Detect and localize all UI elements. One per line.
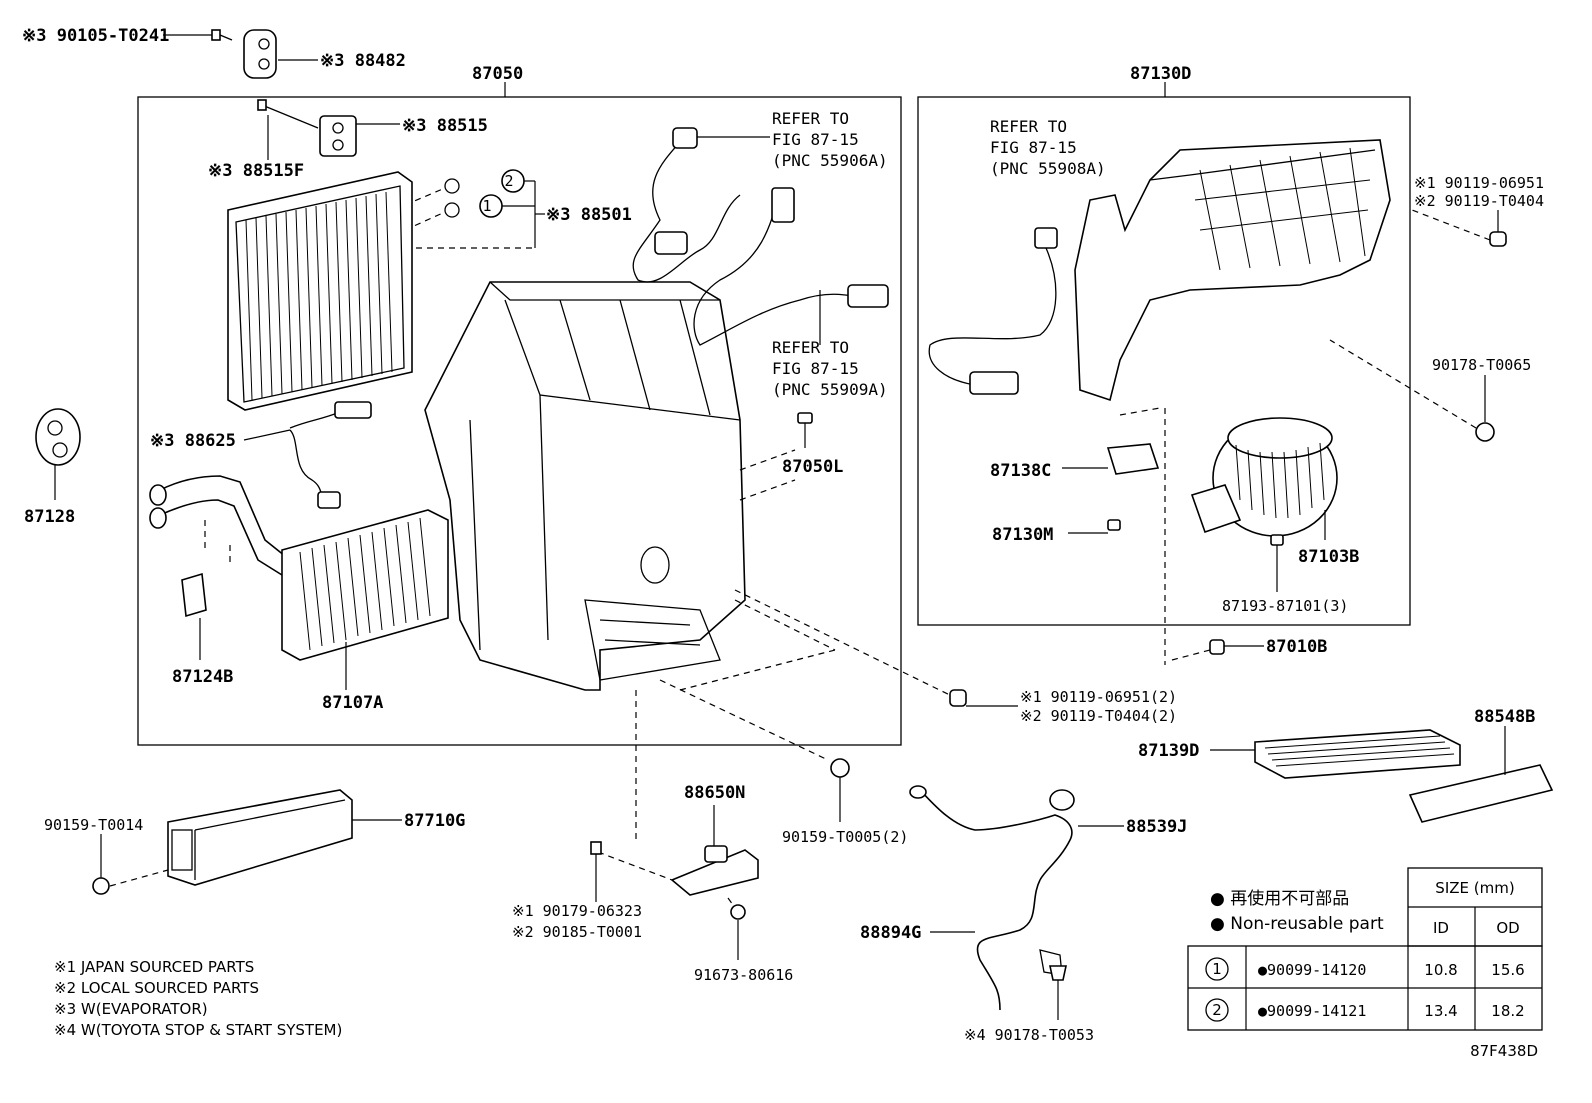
size-row-2-part[interactable]: ●90099-14121: [1258, 1002, 1366, 1020]
label-87010B[interactable]: 87010B: [1266, 637, 1327, 657]
label-90159-T0014[interactable]: 90159-T0014: [44, 816, 143, 834]
screw-87010B-icon: [1171, 639, 1264, 661]
group-label-87050[interactable]: 87050: [472, 64, 523, 84]
label-90178-T0065[interactable]: 90178-T0065: [1432, 356, 1531, 374]
size-row-1-id: 10.8: [1424, 961, 1457, 979]
label-87050L[interactable]: 87050L: [782, 457, 843, 477]
label-90105-T0241[interactable]: ※3 90105-T0241: [22, 26, 169, 46]
air-filter-87139D-icon: [1210, 729, 1461, 779]
filter-cover-88548B-icon: [1408, 726, 1554, 823]
label-88515[interactable]: ※3 88515: [402, 116, 488, 136]
wire-harness-55908A-icon: [928, 227, 1058, 395]
label-88482[interactable]: ※3 88482: [320, 51, 406, 71]
screw-90159-T0014-icon: [92, 834, 169, 895]
size-table: [1187, 867, 1543, 1031]
refer-fig-55908A-line2[interactable]: FIG 87-15: [990, 138, 1077, 157]
label-87138C[interactable]: 87138C: [990, 461, 1051, 481]
size-row-1-part[interactable]: ●90099-14120: [1258, 961, 1366, 979]
label-87710G[interactable]: 87710G: [404, 811, 465, 831]
size-row-2-od: 18.2: [1491, 1002, 1524, 1020]
blower-motor-87103B-icon: [1190, 417, 1338, 592]
refer-fig-55909A-line1[interactable]: REFER TO: [772, 338, 849, 357]
size-row-2-id: 13.4: [1424, 1002, 1457, 1020]
heater-pipes-icon: [149, 475, 291, 576]
label-90159-T0005[interactable]: 90159-T0005(2): [782, 828, 908, 846]
label-88515F[interactable]: ※3 88515F: [208, 161, 304, 181]
clamp-87124B-icon: [181, 520, 231, 660]
label-88625[interactable]: ※3 88625: [150, 431, 236, 451]
label-90119-T0404-right[interactable]: ※2 90119-T0404: [1414, 192, 1544, 210]
size-row-2-mark: 2: [1212, 1001, 1222, 1019]
refer-fig-55908A-line1[interactable]: REFER TO: [990, 117, 1067, 136]
label-90119-06951-2[interactable]: ※1 90119-06951(2): [1020, 688, 1177, 706]
hose-88894G-icon: [930, 879, 1067, 1020]
expansion-valve-88515-icon: [319, 115, 400, 157]
label-87128[interactable]: 87128: [24, 507, 75, 527]
grommet-87128-icon: [35, 408, 81, 500]
bracket-88482-icon: [243, 29, 318, 79]
resistor-87138C-icon: [1062, 407, 1166, 665]
refer-fig-55909A-line3[interactable]: (PNC 55909A): [772, 380, 888, 399]
label-87107A[interactable]: 87107A: [322, 693, 383, 713]
label-90119-06951-right[interactable]: ※1 90119-06951: [1414, 174, 1544, 192]
label-87124B[interactable]: 87124B: [172, 667, 233, 687]
label-87103B[interactable]: 87103B: [1298, 547, 1359, 567]
heater-unit-housing-icon: [424, 281, 746, 691]
o-rings-88501-icon: [404, 169, 545, 249]
note-3: ※3 W(EVAPORATOR): [54, 1000, 208, 1018]
blower-case-icon: [1074, 139, 1391, 402]
screw-90119-right-icon: [1411, 209, 1507, 247]
evaporator-core-icon: [227, 171, 413, 411]
callout-circle-2: 2: [504, 172, 513, 190]
label-88650N[interactable]: 88650N: [684, 783, 745, 803]
refer-fig-55909A-line2[interactable]: FIG 87-15: [772, 359, 859, 378]
bolt-88515F-icon: [257, 99, 319, 160]
size-row-1-od: 15.6: [1491, 961, 1524, 979]
label-90178-T0053[interactable]: ※4 90178-T0053: [964, 1026, 1094, 1044]
label-88501[interactable]: ※3 88501: [546, 205, 632, 225]
label-90179-06323[interactable]: ※1 90179-06323: [512, 902, 642, 920]
group-label-87130D[interactable]: 87130D: [1130, 64, 1191, 84]
size-table-col-od: OD: [1496, 919, 1519, 937]
ptc-heater-87710G-icon: [167, 789, 402, 886]
note-1: ※1 JAPAN SOURCED PARTS: [54, 958, 254, 976]
size-table-title: SIZE (mm): [1435, 879, 1514, 897]
callout-circle-1: 1: [482, 197, 491, 215]
label-87193-87101[interactable]: 87193-87101(3): [1222, 597, 1348, 615]
note-4: ※4 W(TOYOTA STOP & START SYSTEM): [54, 1021, 342, 1039]
label-90119-T0404-2[interactable]: ※2 90119-T0404(2): [1020, 707, 1177, 725]
label-90185-T0001[interactable]: ※2 90185-T0001: [512, 923, 642, 941]
screw-90119-middle-icon: [949, 689, 1018, 707]
hose-88539J-icon: [909, 785, 1124, 881]
size-table-col-id: ID: [1433, 919, 1449, 937]
screw-87050L-icon: [739, 412, 813, 501]
size-row-1-mark: 1: [1212, 960, 1222, 978]
refer-fig-55908A-line3[interactable]: (PNC 55908A): [990, 159, 1106, 178]
label-87139D[interactable]: 87139D: [1138, 741, 1199, 761]
heater-core-87107A-icon: [281, 509, 449, 690]
note-2: ※2 LOCAL SOURCED PARTS: [54, 979, 259, 997]
bracket-88650N-icon: [590, 805, 759, 960]
refer-fig-55906A-line3[interactable]: (PNC 55906A): [772, 151, 888, 170]
legend-english: ● Non-reusable part: [1210, 914, 1384, 934]
label-88548B[interactable]: 88548B: [1474, 707, 1535, 727]
label-91673-80616[interactable]: 91673-80616: [694, 966, 793, 984]
label-88894G[interactable]: 88894G: [860, 923, 921, 943]
screw-90159-T0005-icon: [830, 758, 850, 822]
wire-harness-55906A-icon: [632, 127, 770, 283]
thermistor-88625-icon: [243, 401, 372, 509]
legend-japanese: ● 再使用不可部品: [1210, 888, 1349, 909]
label-88539J[interactable]: 88539J: [1126, 817, 1187, 837]
figure-code: 87F438D: [1470, 1042, 1538, 1060]
wire-harness-55909A-icon: [693, 187, 889, 346]
group-box-87130D: [917, 96, 1411, 626]
bolt-90105-icon: [163, 29, 233, 41]
label-87130M[interactable]: 87130M: [992, 525, 1053, 545]
refer-fig-55906A-line2[interactable]: FIG 87-15: [772, 130, 859, 149]
nut-90178-T0065-icon: [1329, 339, 1495, 442]
refer-fig-55906A-line1[interactable]: REFER TO: [772, 109, 849, 128]
group-box-87050: [137, 96, 902, 746]
